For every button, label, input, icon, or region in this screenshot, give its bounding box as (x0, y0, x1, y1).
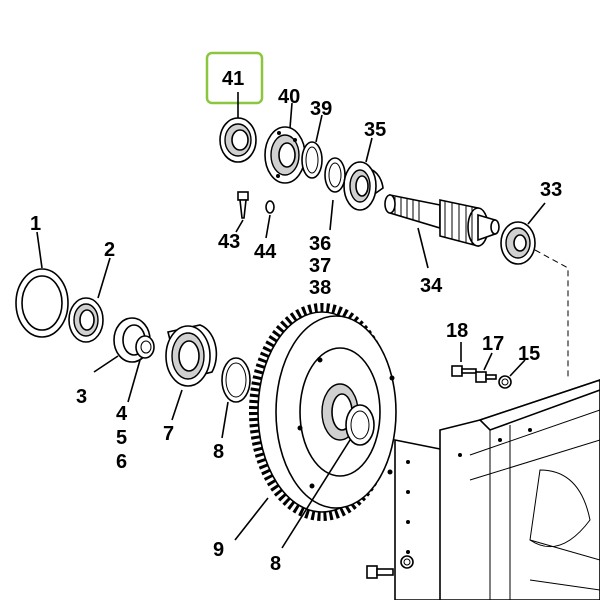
bottom-washer[interactable] (400, 555, 414, 569)
label-34[interactable]: 34 (420, 275, 443, 297)
part-1-seal[interactable] (15, 268, 69, 338)
label-6[interactable]: 6 (116, 451, 127, 473)
label-33[interactable]: 33 (540, 179, 562, 201)
part-36-shim[interactable] (324, 157, 346, 193)
part-8-ring-upper[interactable] (221, 357, 251, 403)
part-40-flange[interactable] (264, 126, 306, 184)
part-44-washer[interactable] (265, 200, 275, 214)
label-7[interactable]: 7 (163, 423, 174, 445)
part-34-pinion-shaft[interactable] (384, 194, 500, 248)
part-8-ring-lower[interactable] (345, 404, 375, 446)
label-4[interactable]: 4 (116, 403, 128, 425)
label-40[interactable]: 40 (278, 86, 300, 108)
part-33-bearing[interactable] (500, 221, 536, 265)
bottom-bolt[interactable] (366, 565, 394, 579)
label-18[interactable]: 18 (446, 320, 468, 342)
part-7-bearing[interactable] (165, 324, 218, 387)
label-44[interactable]: 44 (254, 241, 277, 263)
part-43-bolt[interactable] (237, 191, 249, 219)
label-5[interactable]: 5 (116, 427, 127, 449)
part-39-snap-ring[interactable] (301, 141, 323, 179)
part-18-bolt[interactable] (451, 365, 477, 377)
label-43[interactable]: 43 (218, 231, 240, 253)
label-8-upper[interactable]: 8 (213, 441, 224, 463)
label-41[interactable]: 41 (222, 68, 244, 90)
part-15-washer[interactable] (498, 375, 512, 389)
label-9[interactable]: 9 (213, 539, 224, 561)
housing[interactable] (394, 379, 600, 600)
label-17[interactable]: 17 (482, 333, 504, 355)
label-3[interactable]: 3 (76, 386, 87, 408)
label-1[interactable]: 1 (30, 213, 41, 235)
part-9-ring-gear[interactable] (249, 303, 397, 521)
label-2[interactable]: 2 (104, 239, 115, 261)
label-8-lower[interactable]: 8 (270, 553, 281, 575)
label-37[interactable]: 37 (309, 255, 331, 277)
label-38[interactable]: 38 (309, 277, 331, 299)
label-39[interactable]: 39 (310, 98, 332, 120)
highlight-box-41[interactable] (205, 51, 264, 105)
part-17-screw[interactable] (475, 371, 497, 383)
label-35[interactable]: 35 (364, 119, 386, 141)
label-15[interactable]: 15 (518, 343, 540, 365)
label-36[interactable]: 36 (309, 233, 331, 255)
part-4-ring[interactable] (135, 335, 155, 359)
part-35-bearing[interactable] (343, 161, 384, 211)
part-41-seal[interactable] (219, 117, 257, 163)
part-2-seal[interactable] (68, 297, 104, 343)
